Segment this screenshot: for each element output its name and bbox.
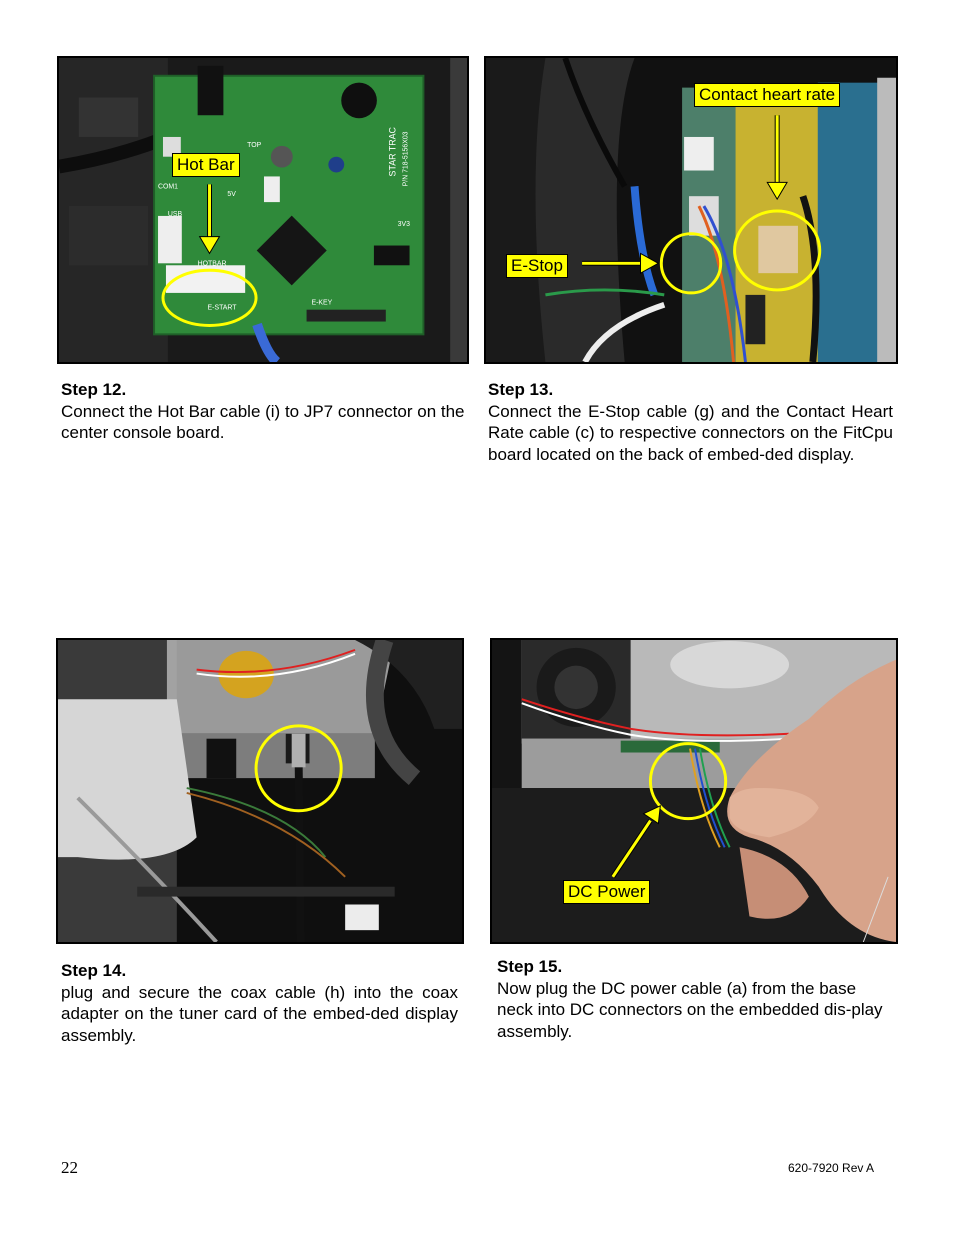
photo-coax-adapter [56,638,464,944]
callout-hot-bar: Hot Bar [172,153,240,177]
usb-print: USB [168,211,183,218]
ekey-print: E-KEY [312,300,333,307]
document-id: 620-7920 Rev A [788,1161,875,1175]
step-14: Step 14. plug and secure the coax cable … [61,960,458,1046]
board-name-print: STAR TRAC [388,126,398,176]
step-15: Step 15. Now plug the DC power cable (a)… [497,956,893,1042]
step-title: Step 12. [61,380,127,399]
step-title: Step 13. [488,380,554,399]
step-body: Connect the Hot Bar cable (i) to JP7 con… [61,401,465,443]
highlight-ring-heart-rate [733,209,822,292]
highlight-ring-estop [659,232,723,295]
callout-e-stop: E-Stop [506,254,568,278]
step-body: plug and secure the coax cable (h) into … [61,982,458,1045]
page-number: 22 [61,1158,78,1177]
step-title: Step 15. [497,957,563,976]
board-3v3-print: 3V3 [398,221,410,228]
board-5v-print: 5V [227,191,236,198]
highlight-ring [648,742,728,821]
step-12: Step 12. Connect the Hot Bar cable (i) t… [61,379,465,444]
highlight-ring [161,268,258,327]
callout-contact-heart-rate: Contact heart rate [694,83,841,107]
photo-console-board: STAR TRAC P/N 718-5156X03 HOTBAR E-START… [57,56,469,364]
board-part-print: P/N 718-5156X03 [403,131,410,186]
callout-dc-power: DC Power [563,880,651,904]
hotbar-print: HOTBAR [198,260,227,267]
step-body: Now plug the DC power cable (a) from the… [497,978,883,1041]
step-13: Step 13. Connect the E-Stop cable (g) an… [488,379,893,465]
top-print: TOP [247,142,261,149]
step-body: Connect the E-Stop cable (g) and the Con… [488,401,893,464]
photo-dc-power [490,638,898,944]
step-title: Step 14. [61,961,127,980]
com-print: COM1 [158,183,178,190]
highlight-ring [254,724,343,813]
estart-print: E-START [208,305,238,312]
photo-fitcpu-board [484,56,898,364]
